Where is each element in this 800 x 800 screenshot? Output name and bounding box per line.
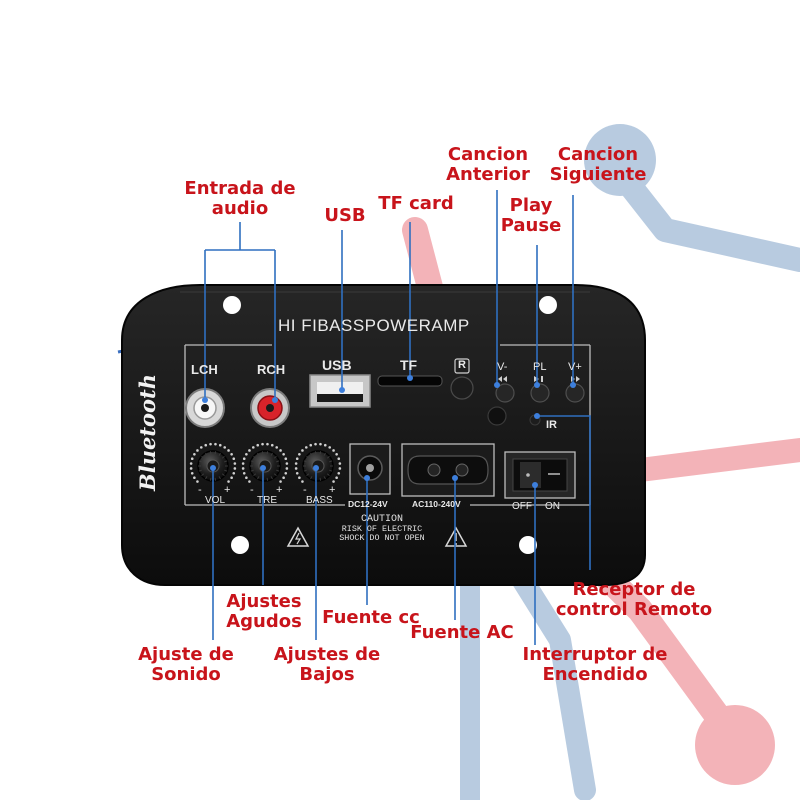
treble-label: TRE [257,495,277,506]
caution-line-2: SHOCK DO NOT OPEN [339,533,425,543]
caution-title: CAUTION [360,514,403,525]
treble-minus-sign: - [250,484,254,496]
amplifier-panel [121,284,646,586]
callout-dc-power: Fuente cc [322,607,420,628]
ir-receiver-window [487,406,541,426]
leader-lines [204,190,591,645]
play-button-label: PL [533,361,547,373]
dc-voltage-label: DC12-24V [348,499,388,509]
caution-notice: CAUTION RISK OF ELECTRIC SHOCK DO NOT OP… [326,515,438,544]
switch-on-label: ON [545,501,560,512]
volume-plus-sign: + [224,484,231,496]
panel-frame-line [184,344,590,505]
panel-frame-line [185,504,345,506]
treble-plus-sign: + [276,484,283,496]
lch-label: LCH [191,362,218,377]
callout-usb: USB [324,205,366,226]
bluetooth-brand-text: Bluetooth [135,373,161,491]
usb-label: USB [322,357,352,373]
rca-jack-right[interactable] [250,388,290,428]
bluetooth-brand: Bluetooth [128,373,168,491]
bg-blue-track [499,549,596,800]
bg-blue-node [584,124,656,196]
volume-label: VOL [205,495,226,506]
bass-minus-sign: - [303,484,307,496]
mount-hole [223,296,241,314]
mount-hole [539,296,557,314]
bass-plus-sign: + [329,484,336,496]
ac-power-socket[interactable] [401,443,495,497]
prev-button-label: V- [497,361,508,373]
callout-tf-card: TF card [378,193,454,214]
bass-label: BASS [306,495,333,506]
receiver-mark: R [458,359,466,371]
ac-voltage-label: AC110-240V [412,499,461,509]
rca-jack-left[interactable] [185,388,225,428]
tf-label: TF [400,357,418,373]
next-button-label: V+ [568,361,582,373]
dc-power-jack[interactable] [349,443,391,495]
panel-title: HI FIBASSPOWERAMP [278,316,470,335]
warning-triangle-icon [444,526,468,547]
warning-triangle-icon [286,526,310,547]
mount-hole [519,536,537,554]
leader-line-dots [202,375,576,488]
rch-label: RCH [257,362,286,377]
prev-song-button[interactable] [495,376,515,403]
remote-receiver-icon [450,358,474,400]
switch-off-label: OFF [512,501,532,512]
callout-ac-power: Fuente AC [410,622,514,643]
volume-minus-sign: - [198,484,202,496]
bg-red-node [695,705,775,785]
power-switch[interactable] [504,451,576,499]
caution-line-1: RISK OF ELECTRIC [341,523,423,534]
ir-label: IR [546,419,557,431]
mount-hole [231,536,249,554]
